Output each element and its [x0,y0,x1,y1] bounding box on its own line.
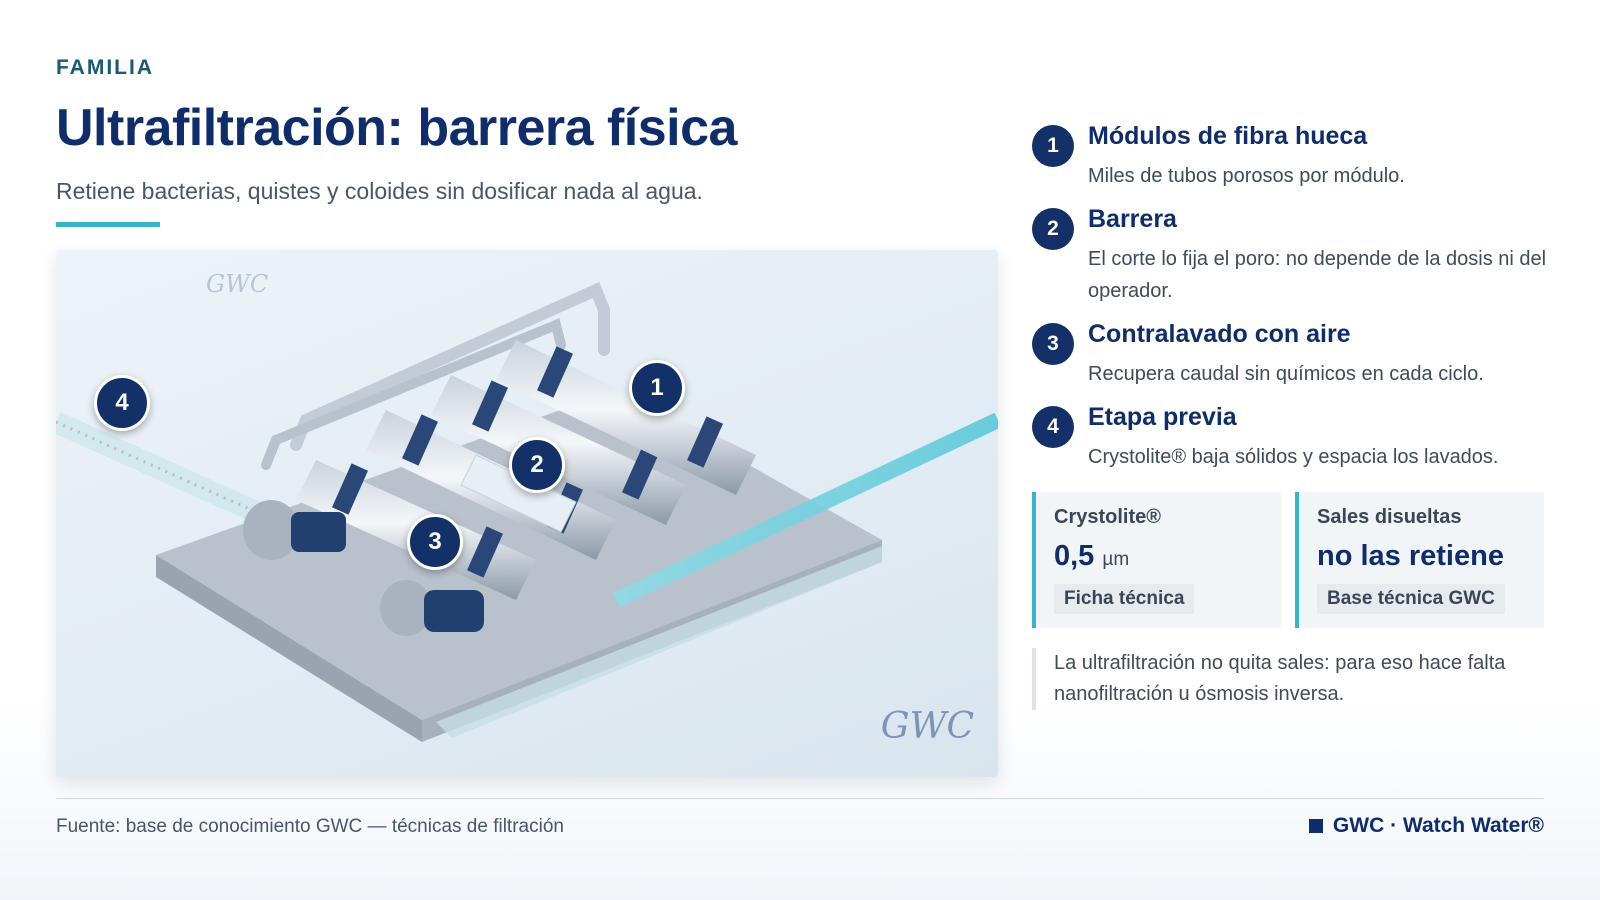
inlet-pipe [56,411,261,523]
step-title: Módulos de fibra hueca [1088,122,1368,150]
pump-bottom [380,580,484,636]
gwc-watermark-bottom: GWC [880,706,974,747]
outlet-pipe [612,412,998,608]
step-title: Etapa previa [1088,403,1237,431]
stat-unit: µm [1102,549,1130,570]
figure-badge-3: 3 [407,514,463,570]
stat-source-tag: Ficha técnica [1054,584,1195,614]
figure-badge-4: 4 [94,375,150,431]
page-subtitle: Retiene bacterias, quistes y coloides si… [56,178,703,204]
stat-source-tag: Base técnica GWC [1317,584,1505,614]
brand-square-icon [1308,819,1323,833]
step-number: 4 [1032,406,1074,448]
eyebrow-label: FAMILIA [56,56,154,79]
figure-badge-1: 1 [629,360,685,416]
brand-name: GWC · Watch Water® [1332,814,1544,837]
stat-card-salts: Sales disueltas no las retiene Base técn… [1295,492,1544,628]
pump-left [243,500,346,560]
ultrafiltration-illustration: GWC GWC 1 2 3 4 [56,250,998,777]
stat-card-crystolite: Crystolite® 0,5 µm Ficha técnica [1032,492,1281,628]
stat-label: Crystolite® [1054,506,1161,528]
uf-module-1 [496,340,756,495]
step-description: Miles de tubos porosos por módulo. [1088,165,1405,187]
salts-note: La ultrafiltración no quita sales: para … [1032,648,1574,710]
uf-module-3 [366,410,616,560]
step-number: 2 [1032,208,1074,250]
page-title: Ultrafiltración: barrera física [56,99,737,157]
gwc-watermark-top: GWC [206,270,269,298]
step-number: 3 [1032,323,1074,365]
stat-label: Sales disueltas [1317,506,1462,528]
stat-value: 0,5 µm [1054,540,1130,572]
step-description: Recupera caudal sin químicos en cada cic… [1088,363,1484,385]
title-accent-rule [56,222,160,227]
step-title: Contralavado con aire [1088,320,1351,348]
step-title: Barrera [1088,205,1177,233]
step-number: 1 [1032,125,1074,167]
step-description: Crystolite® baja sólidos y espacia los l… [1088,446,1499,468]
figure-badge-2: 2 [509,437,565,493]
drain-channel [436,546,882,738]
footer-brand: GWC · Watch Water® [1308,814,1544,838]
stat-value: no las retiene [1317,540,1504,572]
base-slab-front [156,555,422,742]
plant-drawing [56,281,998,742]
step-description: El corte lo fija el poro: no depende de … [1088,248,1547,302]
footer-divider [56,798,1544,799]
footer-source: Fuente: base de conocimiento GWC — técni… [56,816,564,837]
